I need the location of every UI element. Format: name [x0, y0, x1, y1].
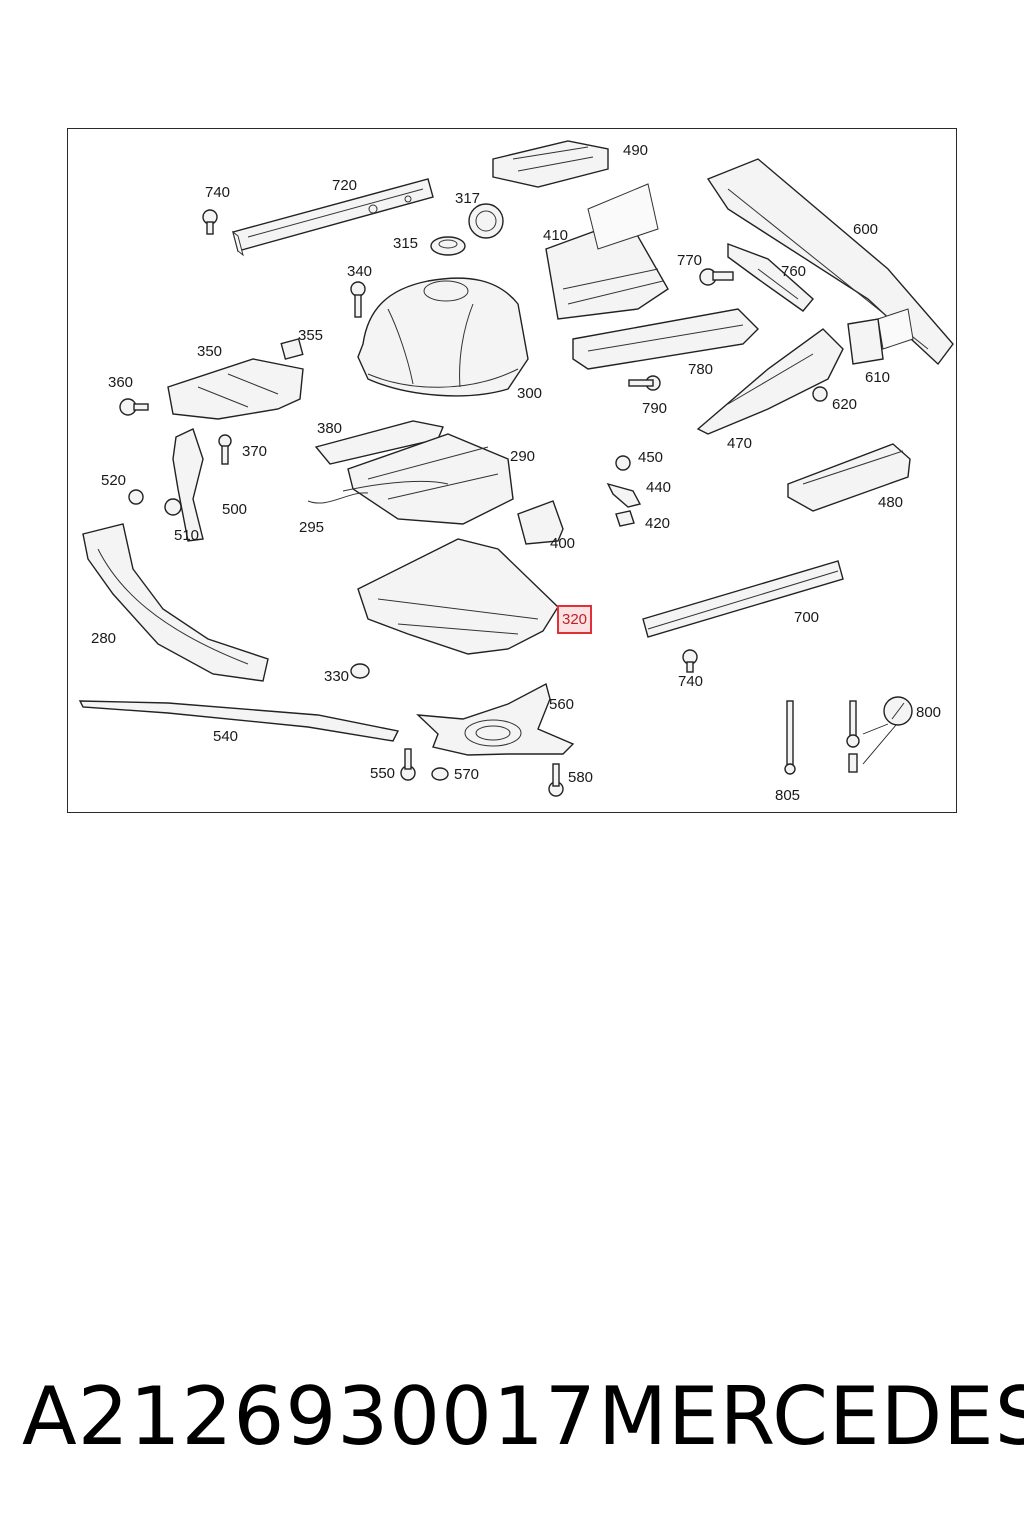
part-317-cap: [468, 203, 504, 239]
label-340: 340: [347, 263, 373, 280]
part-380-strip: [314, 420, 444, 465]
bolt-740a-icon: [202, 209, 218, 235]
label-317: 317: [455, 190, 481, 207]
part-420-clip: [615, 510, 635, 527]
part-410-panel: [545, 183, 669, 320]
bolt-580-icon: [548, 763, 564, 797]
part-number: A2126930017: [22, 1370, 597, 1463]
nut-570-icon: [431, 767, 449, 781]
label-620: 620: [832, 396, 858, 413]
part-540-strut: [78, 700, 400, 742]
label-570: 570: [454, 766, 480, 783]
part-280-bumper-support: [82, 523, 269, 682]
stud-805-icon: [784, 700, 796, 775]
part-490-bracket: [492, 140, 609, 188]
bolt-360-icon: [119, 398, 149, 416]
part-760-bracket: [727, 242, 814, 312]
label-360: 360: [108, 374, 134, 391]
part-700-rail: [642, 560, 844, 638]
bolt-740b-icon: [682, 649, 698, 673]
label-760: 760: [781, 263, 807, 280]
label-280: 280: [91, 630, 117, 647]
brand-name: MERCEDES: [598, 1370, 1024, 1463]
bolt-800-icon: [846, 700, 860, 773]
label-740-top: 740: [205, 184, 231, 201]
part-300-wheel-well: [357, 277, 529, 397]
label-355: 355: [298, 327, 324, 344]
label-560: 560: [549, 696, 575, 713]
parts-illustration: [78, 140, 954, 797]
label-330: 330: [324, 668, 350, 685]
clip-355-icon: [280, 338, 304, 360]
nut-450-icon: [615, 455, 631, 471]
label-510: 510: [174, 527, 200, 544]
parts-diagram: 740 720 317 315 490 410 600 770 760 340 …: [67, 128, 957, 813]
label-410: 410: [543, 227, 569, 244]
label-470: 470: [727, 435, 753, 452]
label-720: 720: [332, 177, 358, 194]
label-610: 610: [865, 369, 891, 386]
label-780: 780: [688, 361, 714, 378]
nut-510-icon: [164, 498, 182, 516]
label-350: 350: [197, 343, 223, 360]
label-550: 550: [370, 765, 396, 782]
part-470-panel: [696, 328, 844, 435]
bolt-370-icon: [218, 434, 232, 465]
label-790: 790: [642, 400, 668, 417]
wrench-800-icon: [862, 696, 913, 765]
part-600-member: [706, 158, 954, 366]
label-805: 805: [775, 787, 801, 804]
nut-620-icon: [812, 386, 828, 402]
label-370: 370: [242, 443, 268, 460]
label-490: 490: [623, 142, 649, 159]
label-800: 800: [916, 704, 942, 721]
part-350-panel: [167, 358, 304, 420]
label-520: 520: [101, 472, 127, 489]
part-315-grommet: [430, 236, 466, 256]
footer: A2126930017 MERCEDES: [0, 1370, 1024, 1480]
label-700: 700: [794, 609, 820, 626]
part-480-panel: [787, 443, 911, 512]
label-315: 315: [393, 235, 419, 252]
nut-330-icon: [350, 663, 370, 679]
bolt-770-icon: [699, 268, 734, 286]
label-295: 295: [299, 519, 325, 536]
label-770: 770: [677, 252, 703, 269]
label-480: 480: [878, 494, 904, 511]
part-295-cable: [307, 480, 449, 504]
bolt-550-icon: [400, 748, 416, 781]
part-720-rail: [232, 178, 434, 257]
label-600: 600: [853, 221, 879, 238]
label-450: 450: [638, 449, 664, 466]
label-290: 290: [510, 448, 536, 465]
label-400: 400: [550, 535, 576, 552]
part-290-floor-panel: [347, 433, 514, 525]
bolt-790-icon: [628, 375, 661, 391]
part-610-plate: [847, 318, 884, 365]
part-500-bracket: [172, 428, 204, 542]
part-320-floor-pan: [357, 538, 559, 655]
label-500: 500: [222, 501, 248, 518]
label-580: 580: [568, 769, 594, 786]
part-780-crossmember: [572, 308, 759, 370]
label-320-highlighted[interactable]: 320: [557, 605, 593, 634]
bolt-340-icon: [350, 281, 366, 318]
label-380: 380: [317, 420, 343, 437]
label-300: 300: [517, 385, 543, 402]
label-740-bottom: 740: [678, 673, 704, 690]
part-400-cover: [517, 500, 564, 545]
label-540: 540: [213, 728, 239, 745]
label-420: 420: [645, 515, 671, 532]
nut-520-icon: [128, 489, 144, 505]
part-440-sensor: [606, 482, 642, 508]
label-440: 440: [646, 479, 672, 496]
part-560-mount: [416, 682, 575, 756]
